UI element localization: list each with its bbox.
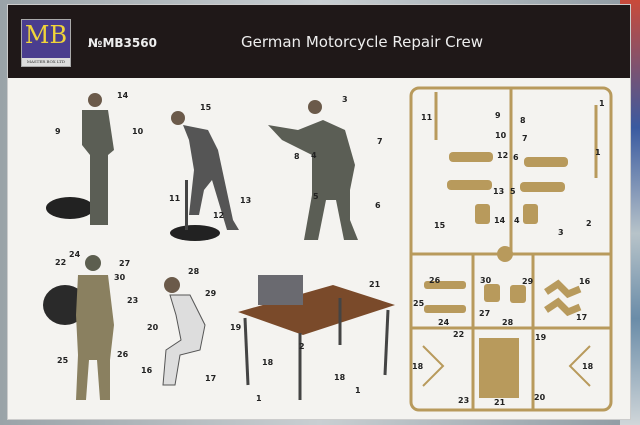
sprue-part-number: 28: [502, 318, 514, 327]
part-callout: 11: [169, 194, 181, 203]
part-callout: 15: [200, 103, 212, 112]
part-callout: 28: [188, 267, 200, 276]
part-callout: 25: [57, 356, 69, 365]
sprue-part-number: 7: [522, 134, 528, 143]
part-callout: 1: [355, 386, 361, 395]
workbench-top: [238, 285, 395, 335]
sprue-part-number: 26: [429, 276, 441, 285]
figure-2-body: [183, 125, 239, 230]
sprue-part-number: 1: [595, 148, 601, 157]
figure-5-body: [162, 294, 206, 386]
figures: [43, 93, 395, 400]
sprue-part-number: 30: [480, 276, 492, 285]
part-callout: 22: [55, 258, 66, 267]
sprue-part-number: 8: [520, 116, 526, 125]
part-callout: 14: [117, 91, 129, 100]
part-callout: 16: [141, 366, 153, 375]
sprue-part-number: 22: [453, 330, 464, 339]
sprue-part-number: 9: [495, 111, 501, 120]
figure-2-head: [171, 111, 185, 125]
box-header: MB MASTER BOX LTD №MB3560 German Motorcy…: [8, 5, 630, 78]
sprue-part-number: 20: [534, 393, 546, 402]
sprue-part-number: 24: [438, 318, 450, 327]
sprue-part-number: 2: [586, 219, 592, 228]
sprue-part-number: 11: [421, 113, 433, 122]
tire-pump: [185, 180, 188, 230]
catalog-number: №MB3560: [88, 36, 157, 50]
part-callout: 2: [299, 342, 305, 351]
sprue-part-number: 16: [579, 277, 591, 286]
part-callout: 10: [132, 127, 144, 136]
sprue-labels: 11 9 8 1 10 7 12 6 1 13 5 15 14 4 3 2 26 30 29 16 25 27 28 17 24…: [412, 99, 605, 407]
sprue-part-number: 1: [599, 99, 605, 108]
logo-subtext: MASTER BOX LTD: [22, 58, 70, 66]
part-callout: 21: [369, 280, 381, 289]
sprue-part-number: 5: [510, 187, 516, 196]
tire-1: [46, 197, 94, 219]
figure-5-head: [164, 277, 180, 293]
part-callout: 19: [230, 323, 242, 332]
logo-mb: MB: [24, 21, 68, 49]
figure-4-head: [85, 255, 101, 271]
part-callout: 6: [375, 201, 381, 210]
figure-1-body: [82, 110, 114, 225]
part-callout: 17: [205, 374, 216, 383]
part-callout: 12: [213, 211, 224, 220]
figure-3-body: [268, 120, 358, 240]
part-callout: 18: [262, 358, 274, 367]
sprue-part-number: 10: [495, 131, 507, 140]
sprue-part-number: 18: [582, 362, 594, 371]
part-callout: 4: [311, 151, 317, 160]
kit-title: German Motorcycle Repair Crew: [241, 33, 483, 51]
part-callout: 8: [294, 152, 300, 161]
sprue-part-number: 25: [413, 299, 425, 308]
sprue-part-number: 6: [513, 153, 519, 162]
figure-1-head: [88, 93, 102, 107]
sprue-part-number: 14: [494, 216, 506, 225]
sprue-parts: [422, 152, 591, 398]
part-callout: 26: [117, 350, 129, 359]
part-callout: 7: [377, 137, 383, 146]
part-callout: 20: [147, 323, 159, 332]
sprue-part-number: 4: [514, 216, 520, 225]
motorcycle-engine: [258, 275, 303, 305]
part-callout: 27: [119, 259, 130, 268]
sprue-part-number: 29: [522, 277, 534, 286]
part-callout: 3: [342, 95, 348, 104]
sprue-part-number: 21: [494, 398, 506, 407]
sprue-part-number: 27: [479, 309, 490, 318]
sprue-part-number: 17: [576, 313, 587, 322]
part-callout: 5: [313, 192, 319, 201]
part-callout: 29: [205, 289, 217, 298]
part-callout: 13: [240, 196, 251, 205]
part-callout: 18: [334, 373, 346, 382]
sprue-part-number: 19: [535, 333, 547, 342]
part-callout: 24: [69, 250, 81, 259]
part-callout: 23: [127, 296, 138, 305]
figure-4-body: [76, 275, 114, 400]
figure-3-head: [308, 100, 322, 114]
part-callout: 30: [114, 273, 126, 282]
sprue-part-number: 12: [497, 151, 508, 160]
sprue-part-number: 3: [558, 228, 564, 237]
sprue-part-number: 15: [434, 221, 446, 230]
master-box-logo: MB MASTER BOX LTD: [21, 19, 71, 67]
tire-2: [170, 225, 220, 241]
sprue-part-number: 23: [458, 396, 469, 405]
workbench-legs: [243, 298, 390, 400]
part-callout: 9: [55, 127, 61, 136]
sprue-part-number: 18: [412, 362, 424, 371]
sprue-part-number: 13: [493, 187, 504, 196]
part-callout: 1: [256, 394, 262, 403]
